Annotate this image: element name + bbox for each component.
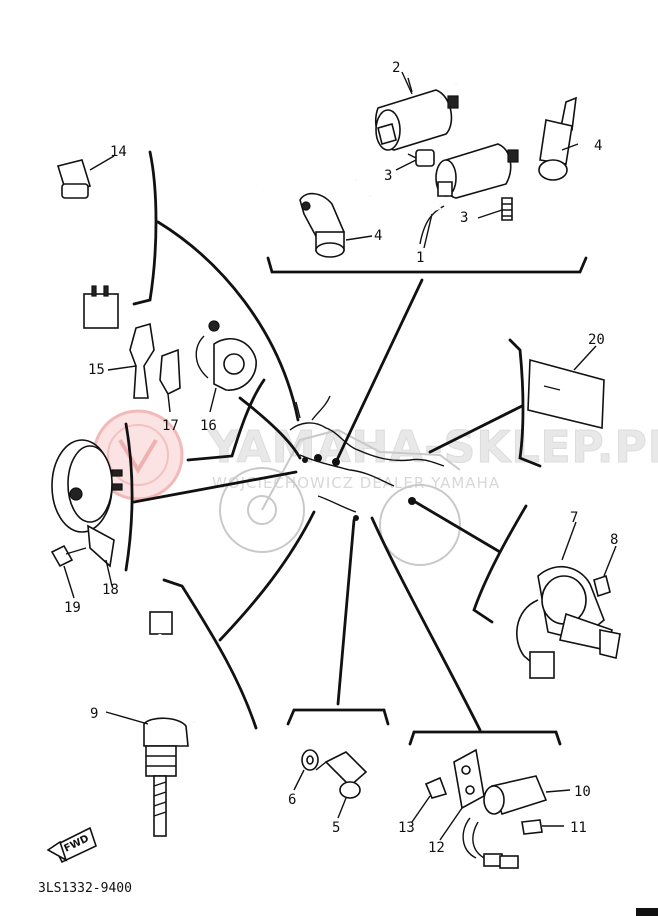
- callout-3-lower: 3: [460, 210, 468, 226]
- part-14-switch: [56, 159, 119, 329]
- part-4-plug-cap-left: [299, 192, 346, 258]
- part-3-screw-lower: [501, 197, 513, 221]
- callout-13: 13: [398, 820, 415, 836]
- part-7-main-switch: [516, 566, 621, 679]
- high-tension-leads: [260, 40, 583, 214]
- watermark-main-text: YAMAHA-SKLEP.PL: [207, 422, 658, 473]
- callout-15: 15: [88, 362, 105, 378]
- part-9-sender: [143, 611, 196, 837]
- callout-8: 8: [610, 532, 618, 548]
- callout-6: 6: [288, 792, 296, 808]
- callout-5: 5: [332, 820, 340, 836]
- watermark-logo: [92, 409, 184, 501]
- part-11-screw: [521, 819, 543, 835]
- callout-20: 20: [588, 332, 605, 348]
- part-1-ignition-coil: [419, 143, 519, 245]
- part-17-bracket: [159, 348, 181, 396]
- motorcycle-outline: [219, 395, 461, 566]
- part-13-bolt: [424, 776, 448, 799]
- watermark-sub-text: WOJCIECHOWICZ DEALER YAMAHA: [212, 474, 500, 492]
- callout-3-upper: 3: [384, 168, 392, 184]
- callout-10: 10: [574, 784, 591, 800]
- part-2-ignition-coil: [374, 77, 459, 151]
- part-15-terminal: [129, 322, 155, 399]
- callout-7: 7: [570, 510, 578, 526]
- callout-12: 12: [428, 840, 445, 856]
- part-6-washer: [301, 749, 319, 771]
- part-18-horn: [51, 439, 123, 568]
- part-20-plate: [527, 358, 605, 430]
- part-5-switch-screw: [315, 751, 368, 799]
- part-3-screw-upper: [407, 149, 435, 167]
- watermark: YAMAHA-SKLEP.PL WOJCIECHOWICZ DEALER YAM…: [92, 409, 658, 501]
- callout-16: 16: [200, 418, 217, 434]
- leader-lines: [132, 220, 524, 732]
- callout-pointers: [63, 71, 617, 841]
- callout-4-left: 4: [374, 228, 382, 244]
- part-10-switch: [462, 775, 548, 869]
- callout-1: 1: [416, 250, 424, 266]
- group-brackets: [124, 150, 588, 746]
- part-19-bolt: [50, 544, 87, 568]
- callout-2: 2: [392, 60, 400, 76]
- callout-4-right: 4: [594, 138, 602, 154]
- callout-19: 19: [64, 600, 81, 616]
- part-12-bracket: [453, 748, 485, 810]
- callout-11: 11: [570, 820, 587, 836]
- drawing-code: 3LS1332-9400: [38, 881, 132, 896]
- callout-18: 18: [102, 582, 119, 598]
- callout-9: 9: [90, 706, 98, 722]
- part-4-plug-cap-right: [538, 96, 577, 181]
- fwd-arrow: FWD: [46, 826, 97, 864]
- callout-numbers: 1 2 3 3 4 4 5 6 7 8 9 10 11 12 13 14 15 …: [64, 60, 618, 856]
- part-8-screw: [593, 574, 611, 598]
- callout-17: 17: [162, 418, 179, 434]
- part-16-neutral-switch: [195, 320, 257, 391]
- page-corner-mark: [636, 908, 658, 916]
- callout-14: 14: [110, 144, 127, 160]
